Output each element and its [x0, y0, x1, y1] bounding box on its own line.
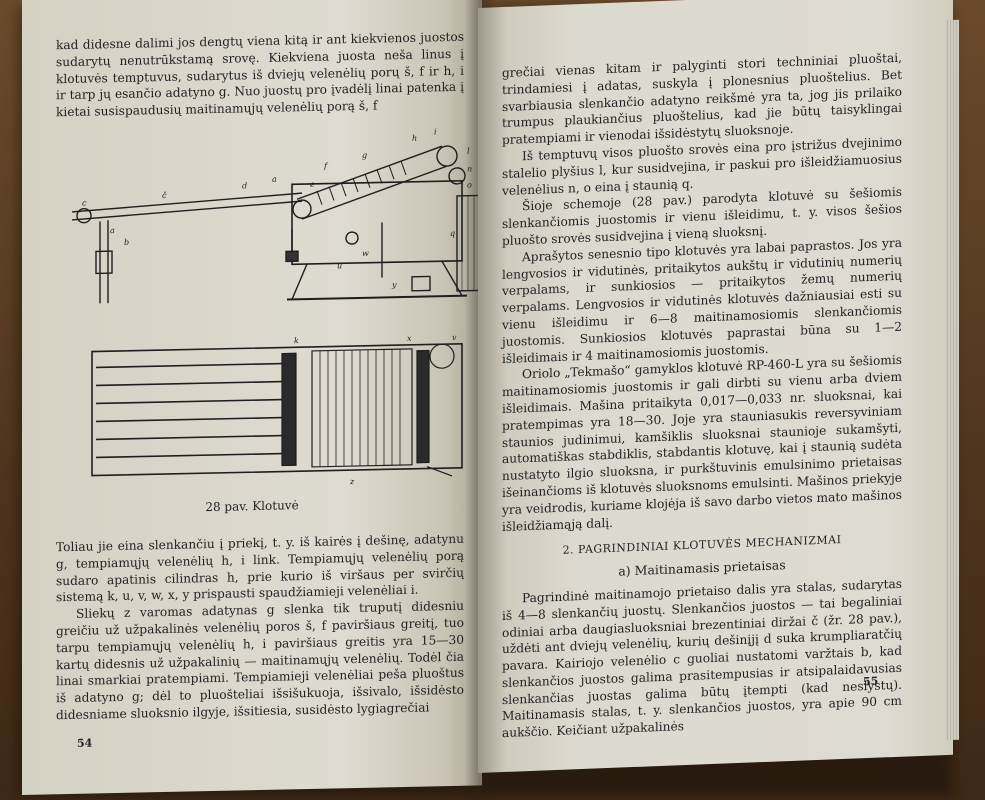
svg-text:f: f	[323, 162, 329, 171]
svg-text:u: u	[337, 261, 342, 270]
right-page-number: 55	[863, 674, 879, 689]
svg-text:b: b	[124, 238, 129, 247]
svg-text:a: a	[272, 175, 277, 184]
left-bottom-text: Toliau jie eina slenkančiu į priekį, t. …	[56, 531, 464, 724]
left-top-paragraph: kad didesne dalimi jos dengtų viena kitą…	[56, 29, 464, 120]
left-top-text: kad didesne dalimi jos dengtų viena kitą…	[56, 29, 464, 122]
svg-text:g: g	[362, 151, 367, 160]
svg-text:i: i	[434, 127, 437, 136]
svg-text:v: v	[452, 333, 457, 342]
page-stack-edge	[945, 19, 959, 741]
right-paragraph-5: Oriolo „Tekmašo“ gamyklos klotuvė RP-460…	[502, 353, 902, 534]
right-paragraph-6: Pagrindinė maitinamojo prietaiso dalis y…	[502, 576, 902, 741]
figure-caption: 28 pav. Klotuvė	[205, 498, 299, 515]
right-paragraph-1: grečiai vienas kitam ir palyginti stori …	[502, 50, 902, 148]
left-bottom-paragraph-2: Sliekų z varomas adatynas g slenka tik t…	[56, 598, 464, 723]
svg-text:q: q	[450, 229, 455, 238]
machine-side-view-diagram: c č d b a a ef g h i l no q w y u	[71, 127, 480, 304]
right-text: grečiai vienas kitam ir palyginti stori …	[502, 50, 902, 742]
svg-text:w: w	[362, 249, 369, 258]
machine-top-view-diagram: z k x v	[91, 333, 463, 486]
svg-text:n: n	[467, 165, 472, 174]
right-page: grečiai vienas kitam ir palyginti stori …	[478, 0, 953, 774]
right-paragraph-4: Aprašytos senesnio tipo klotuvės yra lab…	[502, 235, 902, 366]
svg-text:č: č	[162, 191, 167, 200]
left-bottom-paragraph-1: Toliau jie eina slenkančiu į priekį, t. …	[56, 531, 464, 605]
left-page-number: 54	[77, 736, 93, 750]
svg-text:y: y	[391, 280, 397, 289]
svg-text:c: c	[82, 199, 87, 208]
svg-text:a: a	[110, 226, 115, 235]
left-page: kad didesne dalimi jos dengtų viena kitą…	[22, 0, 482, 795]
svg-text:d: d	[242, 181, 247, 190]
svg-text:e: e	[310, 180, 315, 189]
svg-text:z: z	[349, 477, 355, 486]
svg-text:l: l	[467, 147, 470, 156]
svg-text:x: x	[407, 334, 412, 343]
svg-text:k: k	[294, 336, 299, 345]
svg-text:o: o	[467, 181, 472, 190]
svg-text:h: h	[412, 134, 417, 143]
